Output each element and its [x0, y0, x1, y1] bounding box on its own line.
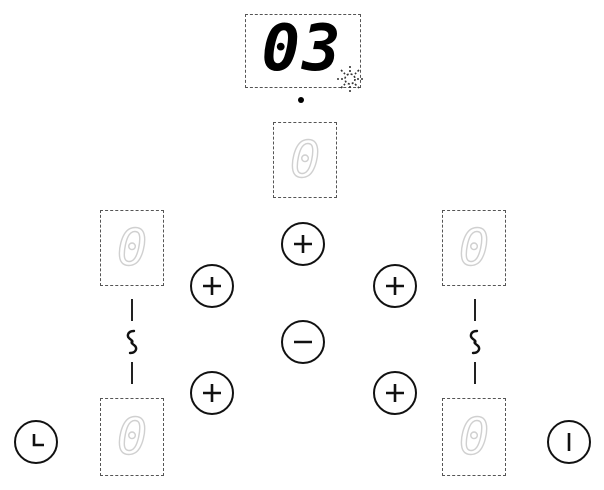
- power-icon: [567, 433, 571, 451]
- left-bottom-zone-plus-button[interactable]: [190, 371, 234, 415]
- main-display-value: 03: [261, 12, 343, 86]
- zone-left-bottom-display: [100, 398, 164, 476]
- link-icon[interactable]: [462, 328, 488, 356]
- plus-icon: [386, 277, 404, 295]
- zone-right-bottom-value: 0: [458, 408, 490, 466]
- plus-icon: [294, 235, 312, 253]
- top-zone-plus-button[interactable]: [281, 222, 325, 266]
- right-link-line-bottom: [474, 362, 476, 384]
- zone-left-top-value: 0: [116, 219, 148, 277]
- zone-left-bottom-value: 0: [116, 408, 148, 466]
- indicator-dot: [298, 97, 304, 103]
- plus-icon: [386, 384, 404, 402]
- zone-right-top-value: 0: [458, 219, 490, 277]
- sparkle-icon: [335, 64, 365, 94]
- zone-top-value: 0: [289, 131, 321, 189]
- plus-icon: [203, 384, 221, 402]
- timer-icon: [32, 434, 44, 447]
- minus-button[interactable]: [281, 320, 325, 364]
- zone-right-bottom-display: [442, 398, 506, 476]
- power-button[interactable]: [547, 420, 591, 464]
- zone-top-display: [273, 122, 337, 198]
- zone-left-top-display: [100, 210, 164, 286]
- link-icon[interactable]: [119, 328, 145, 356]
- left-link-line-top: [131, 299, 133, 321]
- right-link-line-top: [474, 299, 476, 321]
- main-display: [245, 14, 361, 88]
- zone-right-top-display: [442, 210, 506, 286]
- timer-button[interactable]: [14, 420, 58, 464]
- left-top-zone-plus-button[interactable]: [190, 264, 234, 308]
- minus-icon: [294, 340, 312, 344]
- plus-icon: [203, 277, 221, 295]
- right-top-zone-plus-button[interactable]: [373, 264, 417, 308]
- right-bottom-zone-plus-button[interactable]: [373, 371, 417, 415]
- left-link-line-bottom: [131, 362, 133, 384]
